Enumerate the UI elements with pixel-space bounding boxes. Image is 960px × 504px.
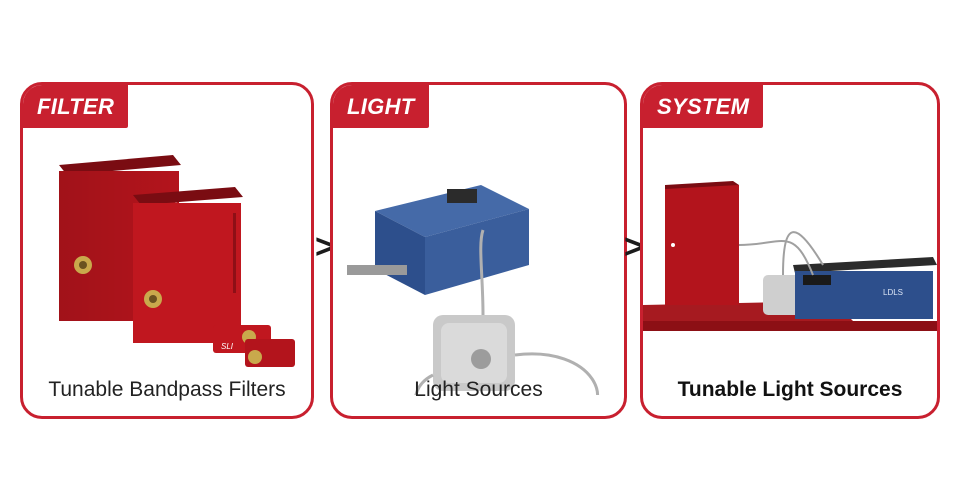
- svg-text:LDLS: LDLS: [883, 288, 903, 297]
- light-sources-image: [347, 185, 599, 395]
- light-caption: Light Sources: [414, 378, 543, 401]
- system-caption: Tunable Light Sources: [677, 378, 903, 401]
- svg-text:SLI: SLI: [221, 342, 234, 351]
- arrow-1: >: [315, 228, 335, 266]
- system-tag: SYSTEM: [643, 85, 764, 128]
- tunable-light-system-image: LDLS: [643, 181, 937, 331]
- filter-panel[interactable]: FILTER SPECTROLIGHT Inc. SLI Tunable Ban…: [20, 82, 314, 419]
- filter-tag: FILTER: [23, 85, 129, 128]
- system-panel[interactable]: SYSTEM LDLS Tunable Light Sources: [640, 82, 940, 419]
- arrow-2: >: [624, 228, 644, 266]
- filter-caption: Tunable Bandpass Filters: [48, 378, 286, 401]
- bandpass-filters-image: SPECTROLIGHT Inc. SLI: [59, 155, 295, 367]
- light-panel[interactable]: LIGHT Light Sources: [330, 82, 627, 419]
- light-tag: LIGHT: [333, 85, 429, 128]
